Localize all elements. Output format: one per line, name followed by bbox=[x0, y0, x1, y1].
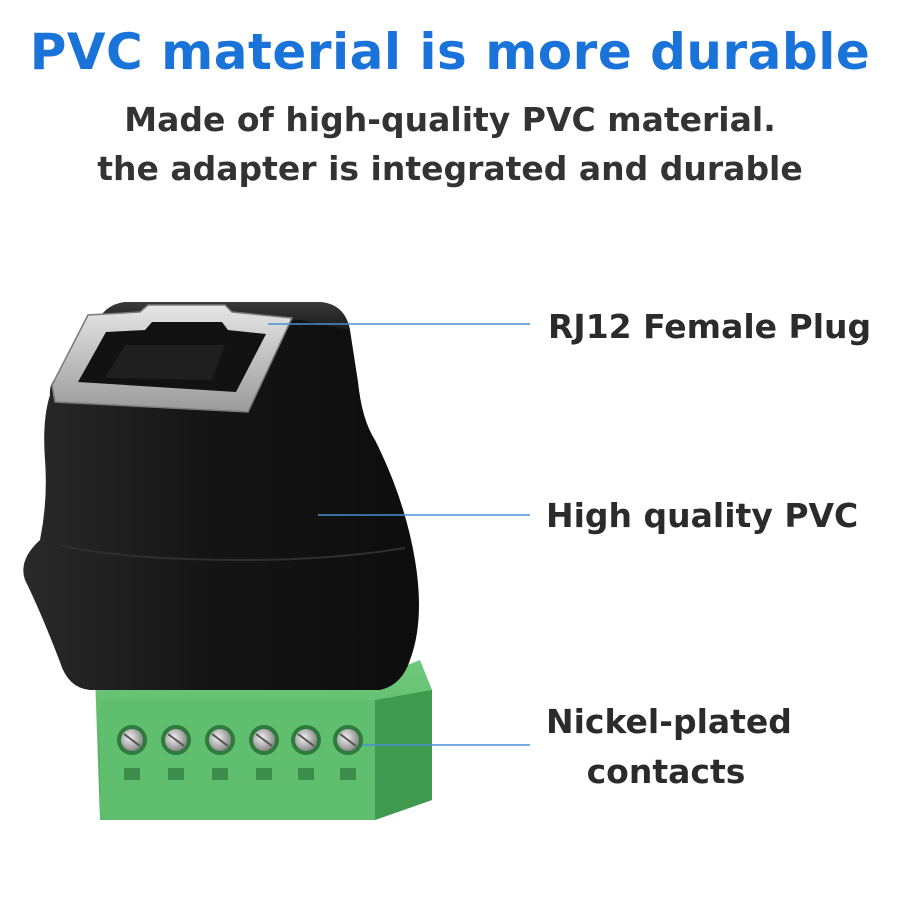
callout-nickel-plated-contacts: Nickel-plated contacts bbox=[546, 700, 792, 794]
terminal-screw-1 bbox=[117, 725, 147, 780]
terminal-screw-2 bbox=[161, 725, 191, 780]
terminal-screw-6 bbox=[333, 725, 363, 780]
callout-rj12-female-plug: RJ12 Female Plug bbox=[548, 307, 872, 346]
subheadline-line-1: Made of high-quality PVC material. bbox=[124, 100, 776, 139]
terminal-screw-4 bbox=[249, 725, 279, 780]
terminal-screw-3 bbox=[205, 725, 235, 780]
rj12-port bbox=[51, 304, 294, 413]
terminal-screws bbox=[117, 725, 363, 780]
callout-nickel-line-2: contacts bbox=[586, 752, 746, 791]
terminal-block bbox=[95, 660, 432, 820]
callout-lines bbox=[268, 323, 530, 746]
terminal-screw-5 bbox=[291, 725, 321, 780]
headline: PVC material is more durable bbox=[29, 23, 871, 81]
subheadline-line-2: the adapter is integrated and durable bbox=[97, 149, 803, 188]
callout-high-quality-pvc: High quality PVC bbox=[546, 496, 859, 535]
callout-nickel-line-1: Nickel-plated bbox=[546, 702, 792, 741]
